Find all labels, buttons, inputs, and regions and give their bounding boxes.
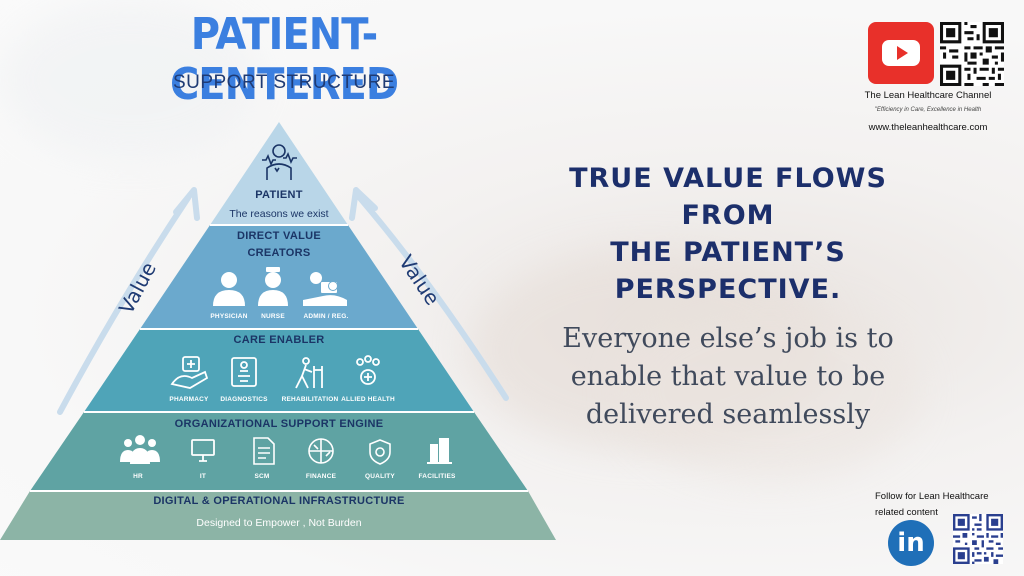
computer-icon	[191, 439, 215, 462]
youtube-logo-icon[interactable]	[868, 22, 934, 84]
linkedin-icon[interactable]: in	[888, 520, 934, 566]
walker-icon	[295, 357, 323, 389]
label-scm: SCM	[254, 473, 270, 480]
infrastructure-heading: DIGITAL & OPERATIONAL INFRASTRUCTURE	[153, 495, 405, 507]
left-value-arrow	[57, 195, 191, 415]
label-hr: HR	[133, 473, 143, 480]
quality-badge-icon	[369, 439, 391, 465]
label-diagnostics: DIAGNOSTICS	[220, 396, 268, 403]
tier-infrastructure	[0, 491, 556, 540]
channel-tagline: "Efficiency in Care, Excellence in Healt…	[874, 107, 982, 113]
label-it: IT	[199, 473, 207, 480]
document-icon	[253, 437, 275, 465]
building-icon	[427, 438, 452, 464]
linkedin-qr-code[interactable]	[953, 514, 1003, 564]
infrastructure-subtitle: Designed to Empower , Not Burden	[196, 517, 362, 529]
label-admin: ADMIN / REG.	[303, 313, 349, 320]
headline-line2: THE PATIENT’S	[610, 237, 846, 268]
follow-text: Follow for Lean Healthcare related conte…	[875, 491, 989, 518]
body-line2: enable that value to be	[570, 361, 886, 392]
finance-icon	[308, 438, 334, 464]
label-facilities: FACILITIES	[418, 473, 456, 480]
youtube-qr-code[interactable]	[940, 22, 1004, 86]
direct-value-heading-line1: DIRECT VALUE	[236, 230, 322, 242]
label-nurse: NURSE	[261, 313, 285, 320]
label-physician: PHYSICIAN	[210, 313, 248, 320]
headline: TRUE VALUE FLOWS FROM THE PATIENT’S PERS…	[522, 160, 934, 308]
physician-icon	[213, 272, 245, 306]
tier-care-enabler	[84, 329, 474, 412]
people-group-icon	[120, 435, 160, 464]
label-rehabilitation: REHABILITATION	[281, 396, 339, 403]
label-allied-health: ALLIED HEALTH	[341, 396, 395, 403]
background-hands-shadow	[620, 300, 920, 480]
team-care-icon	[356, 355, 380, 385]
nurse-icon	[258, 267, 288, 306]
channel-url[interactable]: www.theleanhealthcare.com	[868, 122, 988, 133]
label-finance: FINANCE	[305, 473, 337, 480]
right-arrow-head	[349, 187, 378, 221]
background-shade	[0, 0, 260, 160]
right-value-arrow	[357, 195, 509, 401]
body-line3: delivered seamlessly	[585, 399, 871, 430]
xray-icon	[231, 357, 257, 387]
patient-heading: PATIENT	[255, 189, 303, 201]
care-enabler-heading: CARE ENABLER	[233, 334, 325, 346]
person-heart-icon	[262, 144, 297, 180]
channel-name: The Lean Healthcare Channel	[864, 90, 992, 101]
sub-title: SUPPORT STRUCTURE	[172, 72, 396, 93]
headline-line1: TRUE VALUE FLOWS FROM	[569, 163, 887, 231]
org-support-heading: ORGANIZATIONAL SUPPORT ENGINE	[174, 418, 384, 430]
admin-desk-icon	[303, 272, 347, 306]
pharmacy-hand-icon	[170, 356, 209, 389]
left-arrow-head	[173, 187, 200, 221]
main-title: PATIENT-CENTERED	[169, 10, 399, 110]
headline-line3: PERSPECTIVE.	[614, 274, 842, 305]
label-pharmacy: PHARMACY	[169, 396, 209, 403]
patient-subtitle: The reasons we exist	[229, 208, 329, 220]
body-line1: Everyone else’s job is to	[562, 323, 894, 354]
tier-org-support	[30, 412, 528, 491]
direct-value-heading-line2: CREATORS	[247, 247, 311, 259]
tier-patient	[210, 122, 348, 225]
label-quality: QUALITY	[365, 473, 395, 480]
body-copy: Everyone else’s job is to enable that va…	[512, 320, 944, 434]
